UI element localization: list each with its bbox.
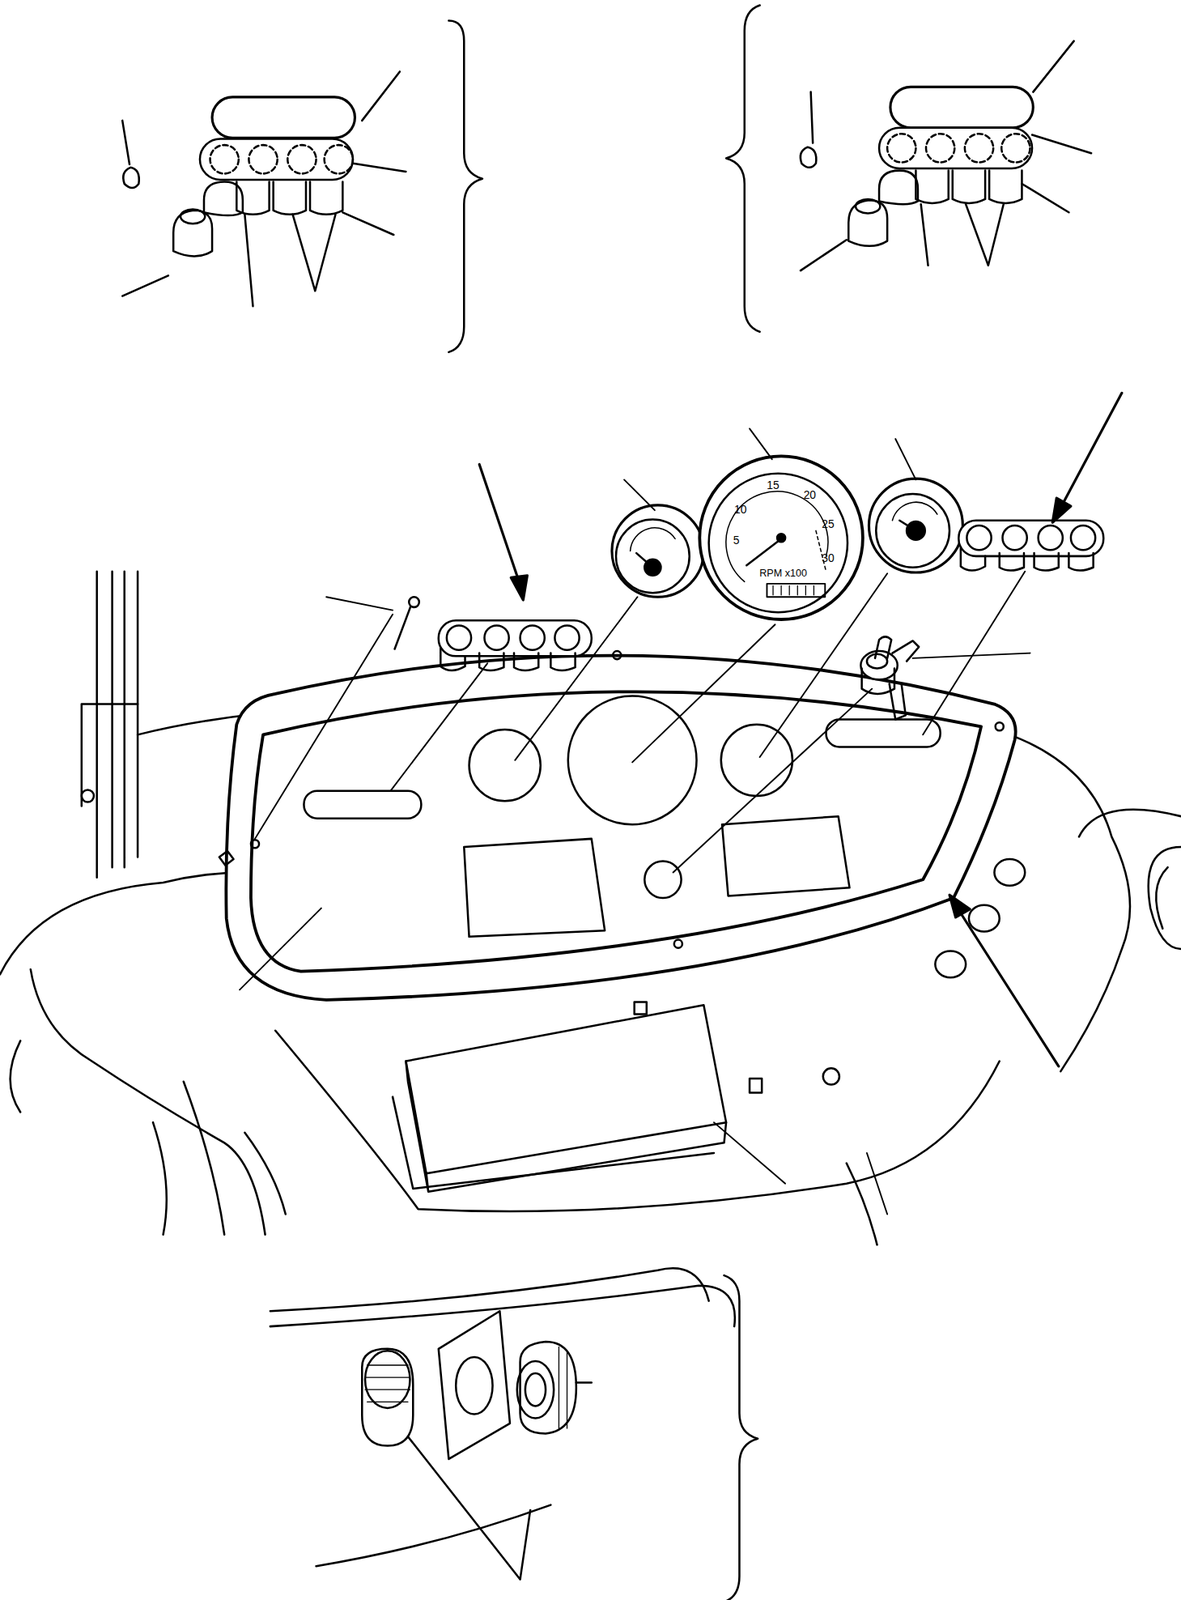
switch-clusters bbox=[438, 520, 1104, 671]
leader-lines bbox=[239, 428, 1030, 1214]
dial-marking: 30 bbox=[820, 553, 835, 566]
key-switch bbox=[860, 636, 919, 719]
tractor-cowl bbox=[0, 571, 1181, 1245]
switch-cluster-detail-left bbox=[122, 20, 483, 352]
dial-marking: 5 bbox=[732, 535, 741, 547]
pointer-arrows bbox=[479, 392, 1122, 1067]
socket-detail bbox=[270, 1267, 758, 1600]
dial-marking: 20 bbox=[802, 489, 817, 502]
dial-marking: 25 bbox=[820, 518, 835, 531]
storage-tray bbox=[392, 1004, 727, 1192]
screw bbox=[395, 599, 414, 649]
gauges bbox=[611, 455, 963, 620]
dial-marking: 10 bbox=[733, 504, 748, 516]
dial-marking: RPM x100 bbox=[758, 568, 808, 579]
dial-marking: 15 bbox=[765, 480, 780, 492]
switch-cluster-detail-right bbox=[726, 5, 1092, 332]
